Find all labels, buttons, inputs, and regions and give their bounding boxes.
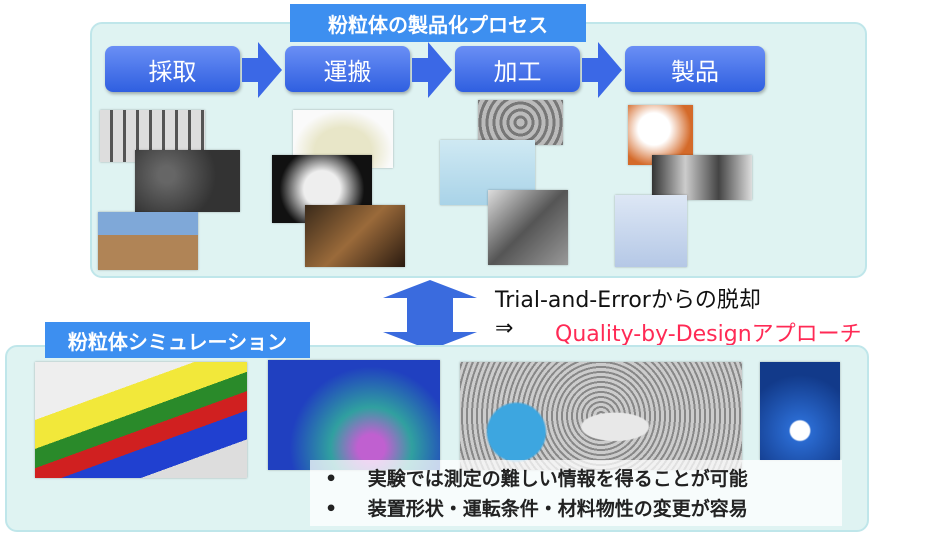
arrow-right-icon xyxy=(582,42,622,98)
mixer-image xyxy=(488,190,568,265)
implies-symbol: ⇒ xyxy=(495,316,514,341)
arrow-right-icon xyxy=(412,42,452,98)
step-transport: 運搬 xyxy=(285,46,410,92)
gravel-image xyxy=(135,150,240,212)
arrow-right-icon xyxy=(242,42,282,98)
bullet-text: 実験では測定の難しい情報を得ることが可能 xyxy=(367,468,748,490)
bullet-box xyxy=(310,460,842,526)
simulation-image-4 xyxy=(760,362,840,460)
plastic-parts-image xyxy=(652,155,752,200)
step-mining: 採取 xyxy=(105,46,240,92)
double-arrow-icon xyxy=(383,280,477,350)
trial-and-error-text: Trial-and-Errorからの脱却 xyxy=(495,288,761,313)
conveyor-image xyxy=(305,205,405,267)
simulation-image-1 xyxy=(35,362,247,478)
bullet-icon: • xyxy=(325,498,338,520)
step-product: 製品 xyxy=(625,46,765,92)
simulation-title: 粉粒体シミュレーション xyxy=(45,322,310,358)
simulation-image-3 xyxy=(460,362,742,470)
tablet-machine-image xyxy=(478,100,563,145)
bullet-item: • 実験では測定の難しい情報を得ることが可能 xyxy=(325,464,748,491)
simulation-image-2 xyxy=(268,360,440,470)
bullet-item: • 装置形状・運転条件・材料物性の変更が容易 xyxy=(325,494,748,521)
process-title: 粉粒体の製品化プロセス xyxy=(290,4,586,42)
cement-bag-image xyxy=(615,195,687,267)
bulldozer-image xyxy=(98,212,198,270)
bullet-text: 装置形状・運転条件・材料物性の変更が容易 xyxy=(367,498,748,520)
process-arrows xyxy=(242,42,622,98)
step-processing: 加工 xyxy=(455,46,580,92)
qbd-text: Quality-by-Designアプローチ xyxy=(555,322,862,347)
bullet-icon: • xyxy=(325,468,338,490)
